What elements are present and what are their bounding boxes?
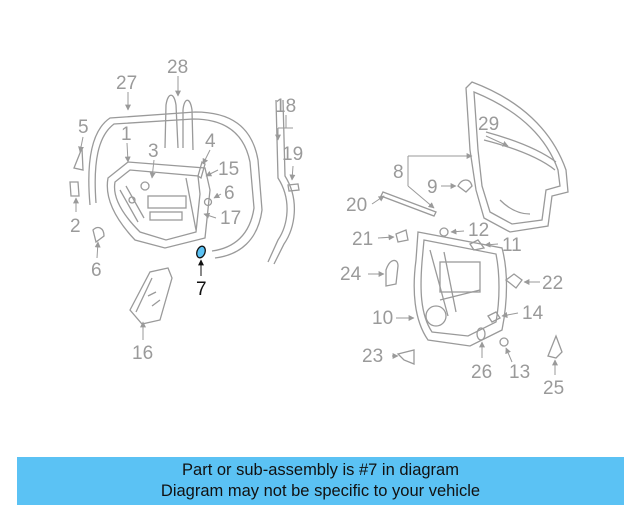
callout-labels: 27 28 5 1 3 4 15 6 17 2 6 7 16 18 19 29 … <box>70 57 564 399</box>
clip-6-upper <box>203 197 213 207</box>
callout-2: 2 <box>70 216 81 237</box>
callout-27: 27 <box>116 73 137 94</box>
info-banner: Part or sub-assembly is #7 in diagram Di… <box>17 457 624 505</box>
part-25 <box>547 334 563 359</box>
callout-29: 29 <box>478 114 499 135</box>
trim-triangle <box>73 147 84 171</box>
callout-18: 18 <box>275 96 296 117</box>
callout-8: 8 <box>393 162 404 183</box>
callout-22: 22 <box>542 273 563 294</box>
callout-13: 13 <box>509 362 530 383</box>
part-23 <box>396 349 415 365</box>
clip-6-lower <box>92 226 105 244</box>
part-7-highlight <box>196 245 206 259</box>
part-14 <box>487 311 501 323</box>
door-seal-outer <box>88 111 263 259</box>
callout-4: 4 <box>205 131 216 152</box>
inner-door-panel <box>413 231 508 347</box>
banner-line-1: Part or sub-assembly is #7 in diagram <box>182 461 459 479</box>
left-callout-leaders <box>73 76 296 340</box>
callout-25: 25 <box>543 378 564 399</box>
callout-23: 23 <box>362 346 383 367</box>
callout-10: 10 <box>372 308 393 329</box>
window-channel <box>164 94 194 151</box>
clip-9 <box>457 179 473 193</box>
callout-16: 16 <box>132 343 153 364</box>
callout-15: 15 <box>218 159 239 180</box>
callout-17: 17 <box>220 208 241 229</box>
part-26 <box>476 327 486 341</box>
callout-20: 20 <box>346 195 367 216</box>
part-24 <box>385 259 399 287</box>
part-12 <box>439 227 449 237</box>
clip-2 <box>69 181 80 197</box>
part-13 <box>499 337 509 347</box>
window-rod <box>380 191 437 217</box>
parts-diagram: 27 28 5 1 3 4 15 6 17 2 6 7 16 18 19 29 … <box>69 57 569 399</box>
part-11 <box>469 239 486 251</box>
drain-hose <box>267 99 288 263</box>
callout-6-upper: 6 <box>224 183 235 204</box>
strip-4 <box>197 160 206 180</box>
part-21 <box>395 229 409 243</box>
callout-28: 28 <box>167 57 188 78</box>
door-seal-inner <box>94 118 255 252</box>
left-door-assembly <box>69 94 300 325</box>
callout-21: 21 <box>352 229 373 250</box>
callout-5: 5 <box>78 117 89 138</box>
right-callout-leaders <box>368 135 558 375</box>
callout-12: 12 <box>468 220 489 241</box>
callout-9: 9 <box>427 177 438 198</box>
callout-19: 19 <box>282 144 303 165</box>
callout-6-lower: 6 <box>91 260 102 281</box>
part-22 <box>504 273 523 289</box>
callout-11: 11 <box>502 235 522 256</box>
callout-24: 24 <box>340 264 362 285</box>
callout-3: 3 <box>148 141 159 162</box>
right-door-assembly <box>380 81 569 365</box>
bracket-16 <box>129 267 173 325</box>
callout-7: 7 <box>196 279 207 300</box>
door-trim-panel <box>106 161 211 249</box>
callout-14: 14 <box>522 303 544 324</box>
callout-26: 26 <box>471 362 492 383</box>
callout-1: 1 <box>121 124 132 145</box>
banner-line-2: Diagram may not be specific to your vehi… <box>160 482 481 500</box>
door-frame <box>465 81 569 233</box>
